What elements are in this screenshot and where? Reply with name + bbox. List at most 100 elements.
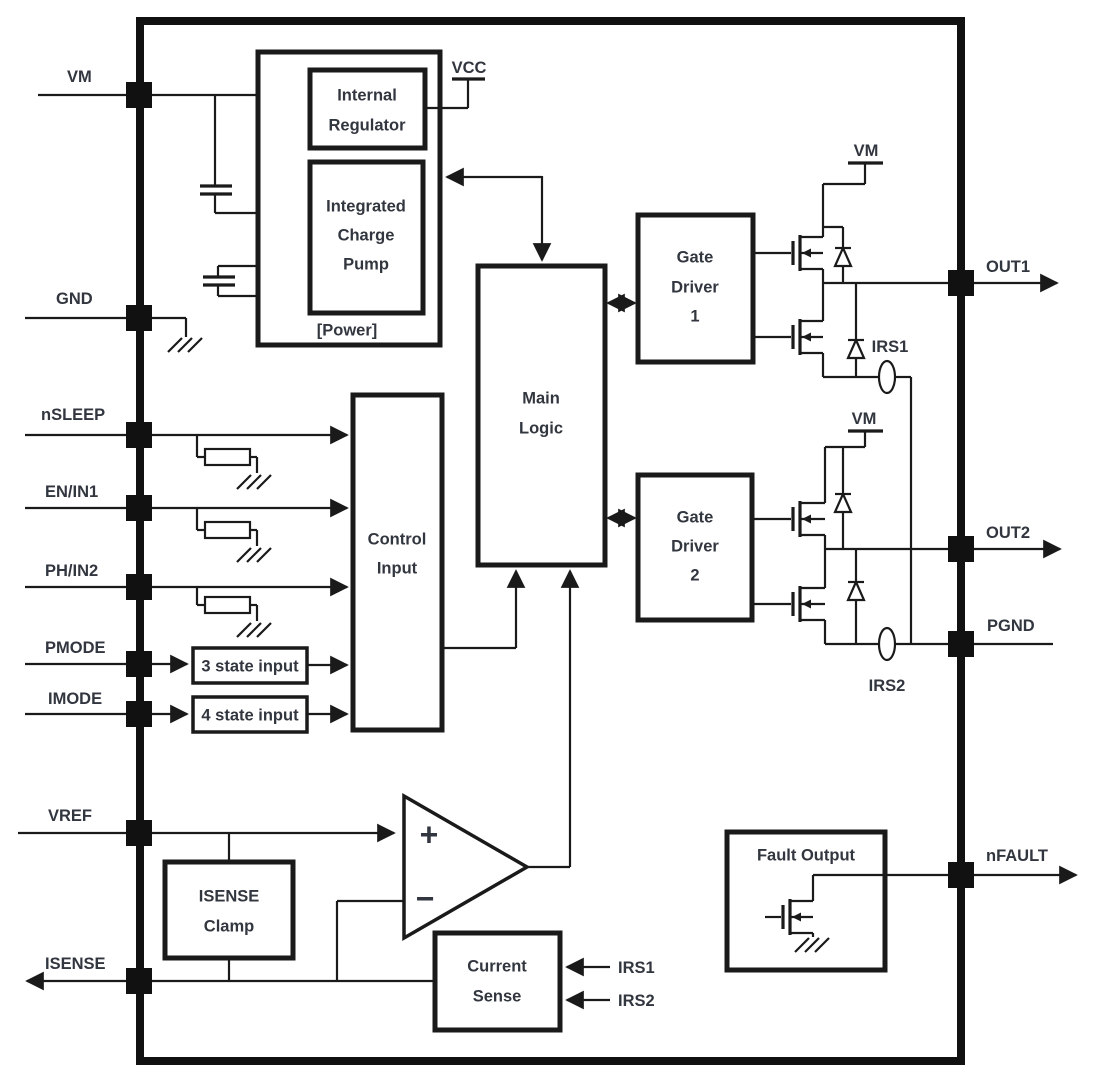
charge-pump-label: Charge (338, 226, 395, 244)
pad-pgnd (948, 631, 974, 657)
vm-terminal-icon (821, 161, 883, 237)
pad-out2 (948, 536, 974, 562)
vref-wires (18, 823, 396, 862)
mosfet-icon (765, 875, 815, 937)
pad-en-in1 (126, 495, 152, 521)
pin-label-imode: IMODE (48, 690, 102, 708)
en-in1-wires (25, 498, 349, 546)
left-pads (126, 82, 152, 994)
capacitor-icon (200, 184, 232, 196)
resistor-icon (203, 595, 252, 615)
pin-label-out1: OUT1 (986, 258, 1030, 276)
gate-driver1-block (635, 212, 756, 365)
charge-pump-label: Integrated (326, 197, 406, 215)
pin-label-ph-in2: PH/IN2 (45, 562, 98, 580)
pin-label-nfault: nFAULT (986, 847, 1048, 865)
diode-icon (846, 283, 866, 377)
logic-gatedriver-arrows (606, 293, 637, 528)
mosfet-icon (753, 235, 825, 283)
state4-label: 4 state input (201, 706, 299, 724)
pad-isense (126, 968, 152, 994)
charge-pump-label: Pump (343, 255, 389, 273)
comparator-output-wires (527, 569, 580, 869)
internal-regulator-block (307, 67, 428, 151)
gate-driver2-label: Driver (671, 537, 719, 555)
irs2-net-label: IRS2 (869, 677, 906, 695)
current-shunt-icon (877, 359, 897, 395)
diode-icon (846, 549, 866, 644)
gnd-wires (25, 316, 188, 337)
ground-icon (794, 937, 830, 953)
pmode-wires (25, 654, 349, 675)
isense-clamp-label: ISENSE (199, 887, 260, 905)
vm-terminal-icon (823, 429, 883, 503)
resistor-icon (203, 520, 252, 540)
pad-out1 (948, 270, 974, 296)
state4-block (191, 695, 309, 734)
gate-driver2-label: Gate (677, 508, 714, 526)
power-block-label: [Power] (317, 321, 378, 339)
irs2-input-label: IRS2 (618, 992, 655, 1010)
ground-icon (236, 622, 272, 638)
capacitor-icon (203, 275, 235, 287)
state3-block (191, 646, 309, 685)
pad-ph-in2 (126, 574, 152, 600)
gate-driver1-label: 1 (690, 307, 699, 325)
comparator-minus-label: − (416, 880, 435, 916)
control-input-block (350, 392, 445, 733)
pad-gnd (126, 305, 152, 331)
vcc-label: VCC (452, 59, 487, 77)
comparator-icon (402, 792, 531, 942)
pin-label-nsleep: nSLEEP (41, 406, 105, 424)
irs1-input-label: IRS1 (618, 959, 655, 977)
internal-regulator-label: Internal (337, 86, 397, 104)
current-sense-label: Sense (473, 987, 522, 1005)
mosfet-icon (753, 283, 825, 377)
pad-vref (126, 820, 152, 846)
ground-icon (236, 474, 272, 490)
pin-label-vm: VM (67, 68, 92, 86)
ground-icon (236, 547, 272, 563)
gate-driver1-label: Driver (671, 278, 719, 296)
ground-icon (167, 337, 203, 353)
vm-supply-label: VM (854, 142, 879, 160)
logic-power-wires (445, 167, 552, 262)
main-logic-label: Main (522, 389, 560, 407)
charge-pump-block (307, 159, 426, 316)
internal-regulator-label: Regulator (328, 116, 406, 134)
nsleep-wires (25, 425, 349, 473)
resistor-icon (203, 447, 252, 467)
isense-clamp-label: Clamp (204, 917, 254, 935)
right-pads (948, 270, 974, 888)
main-logic-label: Logic (519, 419, 563, 437)
vm-supply-label: VM (852, 410, 877, 428)
gate-driver2-label: 2 (690, 566, 699, 584)
control-to-logic-wires (442, 569, 526, 650)
pin-label-pgnd: PGND (987, 617, 1035, 635)
state3-label: 3 state input (201, 657, 299, 675)
diode-icon (823, 225, 853, 283)
isense-wires (25, 899, 435, 991)
ph-in2-wires (25, 577, 349, 621)
current-sense-input-wires (565, 957, 610, 1010)
pad-nsleep (126, 422, 152, 448)
pin-label-vref: VREF (48, 807, 92, 825)
pad-pmode (126, 651, 152, 677)
irs1-net-label: IRS1 (872, 338, 909, 356)
control-input-label: Control (368, 530, 427, 548)
current-sense-label: Current (467, 957, 527, 975)
current-shunt-icon (877, 626, 897, 662)
pin-label-gnd: GND (56, 290, 93, 308)
irs1-sense-wires (823, 375, 913, 644)
pin-label-isense: ISENSE (45, 955, 106, 973)
pad-nfault (948, 862, 974, 888)
diode-icon (833, 447, 853, 549)
gate-driver2-block (635, 472, 755, 623)
current-sense-block (432, 930, 563, 1033)
fault-output-label: Fault Output (757, 846, 856, 864)
gate-driver1-label: Gate (677, 248, 714, 266)
pin-label-pmode: PMODE (45, 639, 106, 657)
pin-label-en-in1: EN/IN1 (45, 483, 98, 501)
